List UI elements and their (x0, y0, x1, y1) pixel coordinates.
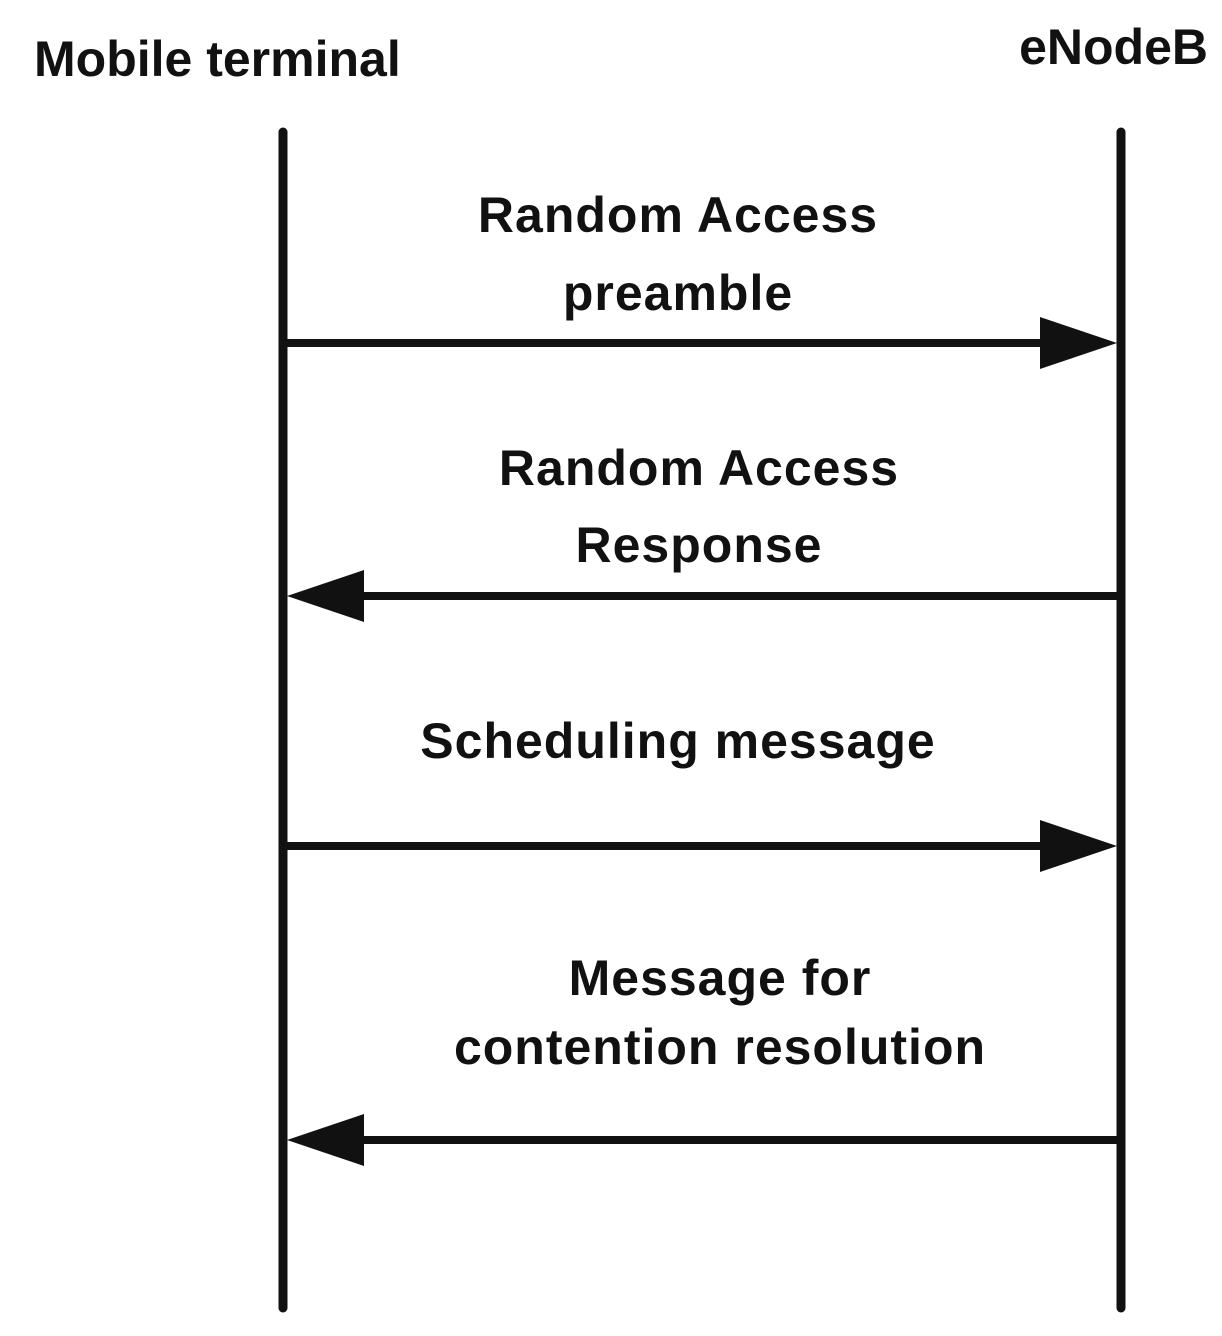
arrowhead-left-icon (287, 1114, 364, 1166)
arrowhead-left-icon (287, 570, 364, 622)
participant-mobile-terminal-label: Mobile terminal (34, 31, 401, 87)
arrowhead-right-icon (1040, 820, 1117, 872)
message-label-line: Random Access (499, 440, 899, 496)
message-scheduling-message: Scheduling message (283, 713, 1117, 872)
message-label-line: Message for (569, 950, 872, 1006)
message-random-access-response: Random Access Response (287, 440, 1121, 622)
message-random-access-preamble: Random Access preamble (283, 187, 1117, 369)
arrowhead-right-icon (1040, 317, 1117, 369)
message-label-line: preamble (563, 265, 793, 321)
participant-enodeb-label: eNodeB (1019, 19, 1208, 75)
message-label-line: Random Access (478, 187, 878, 243)
message-label-line: contention resolution (454, 1019, 986, 1075)
message-label-line: Response (576, 517, 823, 573)
message-contention-resolution: Message for contention resolution (287, 950, 1121, 1166)
message-label-line: Scheduling message (420, 713, 935, 769)
